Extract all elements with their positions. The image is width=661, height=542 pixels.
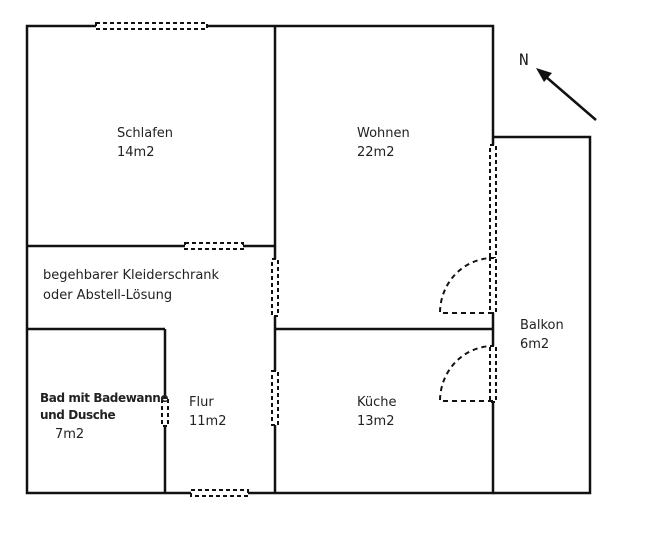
window-schlafen: [95, 22, 208, 30]
door-schlafen: [184, 242, 244, 250]
room-labels: Schlafen 14m2 Wohnen 22m2 begehbarer Kle…: [40, 126, 564, 442]
room-schlafen-name: Schlafen: [117, 126, 173, 141]
door-wohnen-balkon: [489, 257, 497, 314]
room-bad-area: 7m2: [55, 427, 84, 442]
entrance-door: [190, 489, 249, 497]
room-flur-area: 11m2: [189, 414, 226, 429]
room-kleiderschrank-line1: begehbarer Kleiderschrank: [43, 268, 220, 283]
compass: N: [519, 50, 597, 121]
room-wohnen-name: Wohnen: [357, 126, 410, 141]
room-kueche-name: Küche: [357, 395, 397, 410]
room-bad-line1: Bad mit Badewanne: [40, 391, 168, 405]
window-wohnen-balkon: [489, 144, 497, 259]
door-swing-kueche: [438, 345, 494, 402]
room-schlafen-area: 14m2: [117, 145, 154, 160]
compass-label: N: [519, 50, 529, 69]
room-balkon-area: 6m2: [520, 337, 549, 352]
walls: [25, 24, 592, 495]
room-wohnen-area: 22m2: [357, 145, 394, 160]
door-kueche-balkon: [489, 345, 497, 403]
door-kueche-flur: [271, 370, 279, 426]
room-kleiderschrank-line2: oder Abstell-Lösung: [43, 288, 172, 303]
room-balkon-name: Balkon: [520, 318, 564, 333]
door-swing-wohnen: [438, 257, 494, 314]
room-kueche-area: 13m2: [357, 414, 394, 429]
windows-and-doors: [95, 22, 497, 497]
room-bad-line2: und Dusche: [40, 408, 116, 422]
door-bad: [161, 397, 169, 427]
room-flur-name: Flur: [189, 395, 214, 410]
door-wohnen-flur: [271, 258, 279, 317]
north-arrow-icon: [544, 75, 597, 121]
arrow-head-icon: [536, 68, 552, 82]
